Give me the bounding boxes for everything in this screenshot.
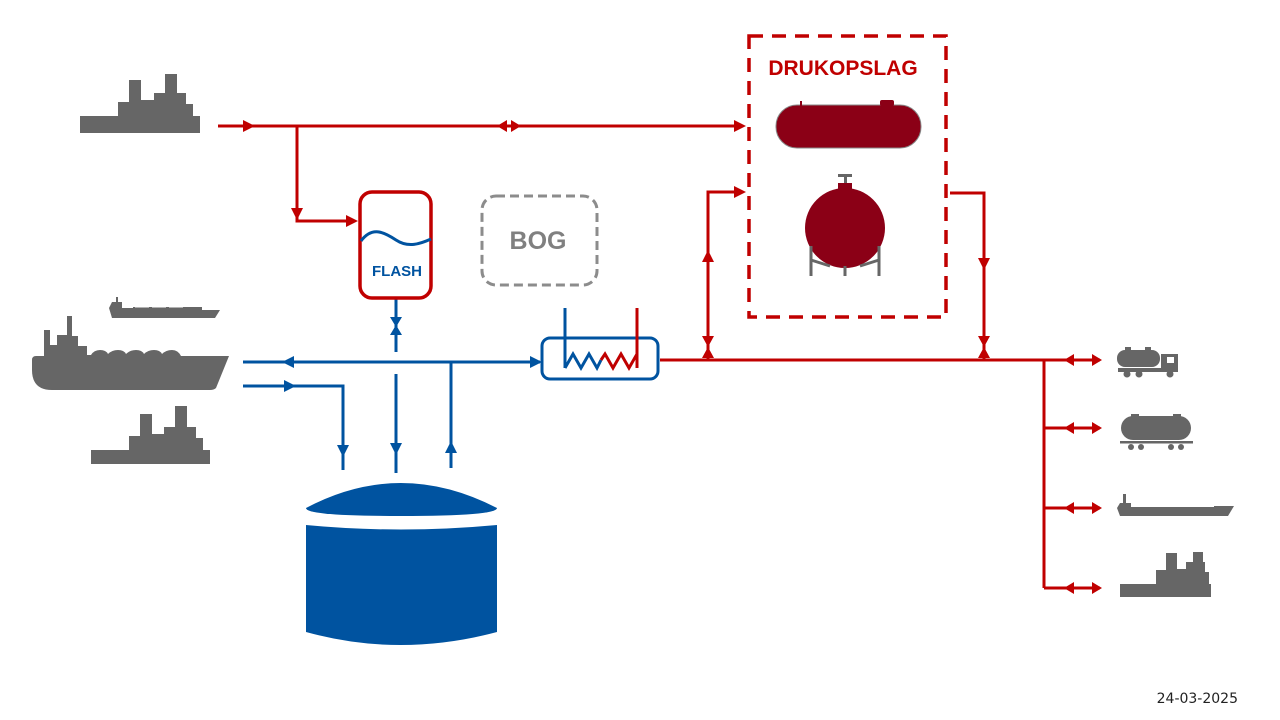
arrow-right-icon (511, 120, 521, 132)
arrow-left-icon (497, 120, 507, 132)
double-arrow-icon (1064, 354, 1102, 366)
arrow-up-icon (702, 250, 714, 262)
valve-icon (390, 317, 402, 335)
heat-exchanger-icon[interactable] (540, 308, 660, 381)
spherical-tank-icon (805, 174, 885, 276)
arrow-right-icon (243, 120, 255, 132)
arrow-down-icon (337, 445, 349, 457)
tanker-ship-icon (1117, 494, 1234, 516)
arrow-left-icon (282, 356, 294, 368)
red-arrows (243, 120, 1102, 594)
valve-icon (702, 336, 714, 358)
rail-tank-car-icon (1120, 414, 1193, 450)
arrow-right-icon (734, 186, 746, 198)
arrow-up-icon (445, 441, 457, 453)
factory-icon (1120, 552, 1211, 597)
pipe-unloading (243, 384, 345, 470)
pressure-storage-group[interactable]: DRUKOPSLAG (747, 34, 948, 319)
tank-truck-icon (1117, 347, 1178, 378)
arrow-down-icon (978, 258, 990, 270)
arrow-right-icon (346, 215, 358, 227)
bog-label: BOG (510, 227, 567, 255)
small-tanker-icon (109, 297, 220, 318)
flash-label: FLASH (372, 263, 422, 280)
pipe-to-pressure-storage (706, 190, 742, 360)
blue-arrows (282, 317, 542, 457)
arrow-down-icon (390, 443, 402, 455)
pressure-storage-label: DRUKOPSLAG (768, 57, 917, 80)
pipe-to-flash (295, 126, 354, 223)
red-pipe-network (218, 124, 1100, 590)
date-stamp: 24-03-2025 (1156, 691, 1238, 707)
arrow-right-icon (284, 380, 296, 392)
arrow-right-icon (734, 120, 746, 132)
flash-vessel-icon[interactable]: FLASH (358, 190, 433, 300)
double-arrow-icon (1064, 582, 1102, 594)
pipe-from-pressure-storage (950, 191, 986, 360)
valve-icon (978, 336, 990, 358)
double-arrow-icon (1064, 502, 1102, 514)
double-arrow-icon (1064, 422, 1102, 434)
arrow-down-icon (291, 208, 303, 220)
factory-icon (91, 406, 210, 464)
horizontal-bullet-tank-icon (775, 100, 922, 149)
lng-carrier-icon (32, 316, 229, 390)
arrow-right-icon (530, 356, 542, 368)
factory-icon (80, 74, 200, 133)
bog-compressor-box[interactable]: BOG (480, 194, 599, 287)
lng-storage-tank-icon[interactable] (306, 483, 497, 645)
